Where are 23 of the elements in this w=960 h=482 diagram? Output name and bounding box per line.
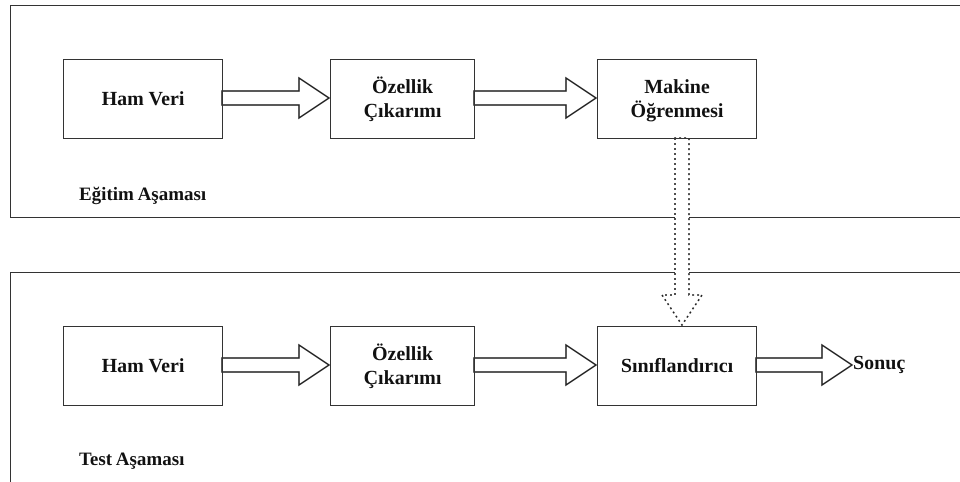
block-arrow [221, 76, 330, 120]
step-label: Ham Veri [102, 87, 184, 111]
process-box [63, 59, 223, 139]
stage-title: Test Aşaması [79, 449, 184, 472]
block-arrow [473, 76, 598, 120]
process-box [330, 326, 475, 406]
block-arrow [660, 137, 704, 326]
block-arrow [473, 344, 598, 386]
step-label: Özellik Çıkarımı [362, 75, 442, 123]
process-box [597, 59, 757, 139]
stage-title: Eğitim Aşaması [79, 184, 206, 207]
stage-panel [10, 272, 960, 482]
step-label: Sınıflandırıcı [620, 354, 734, 378]
process-box [597, 326, 757, 406]
block-arrow [221, 344, 330, 386]
stage-panel [10, 5, 960, 218]
process-box [330, 59, 475, 139]
process-box [63, 326, 223, 406]
block-arrow [755, 344, 854, 386]
result-label: Sonuç [853, 352, 906, 374]
step-label: Makine Öğrenmesi [630, 75, 724, 123]
step-label: Özellik Çıkarımı [362, 342, 442, 390]
step-label: Ham Veri [102, 354, 184, 378]
